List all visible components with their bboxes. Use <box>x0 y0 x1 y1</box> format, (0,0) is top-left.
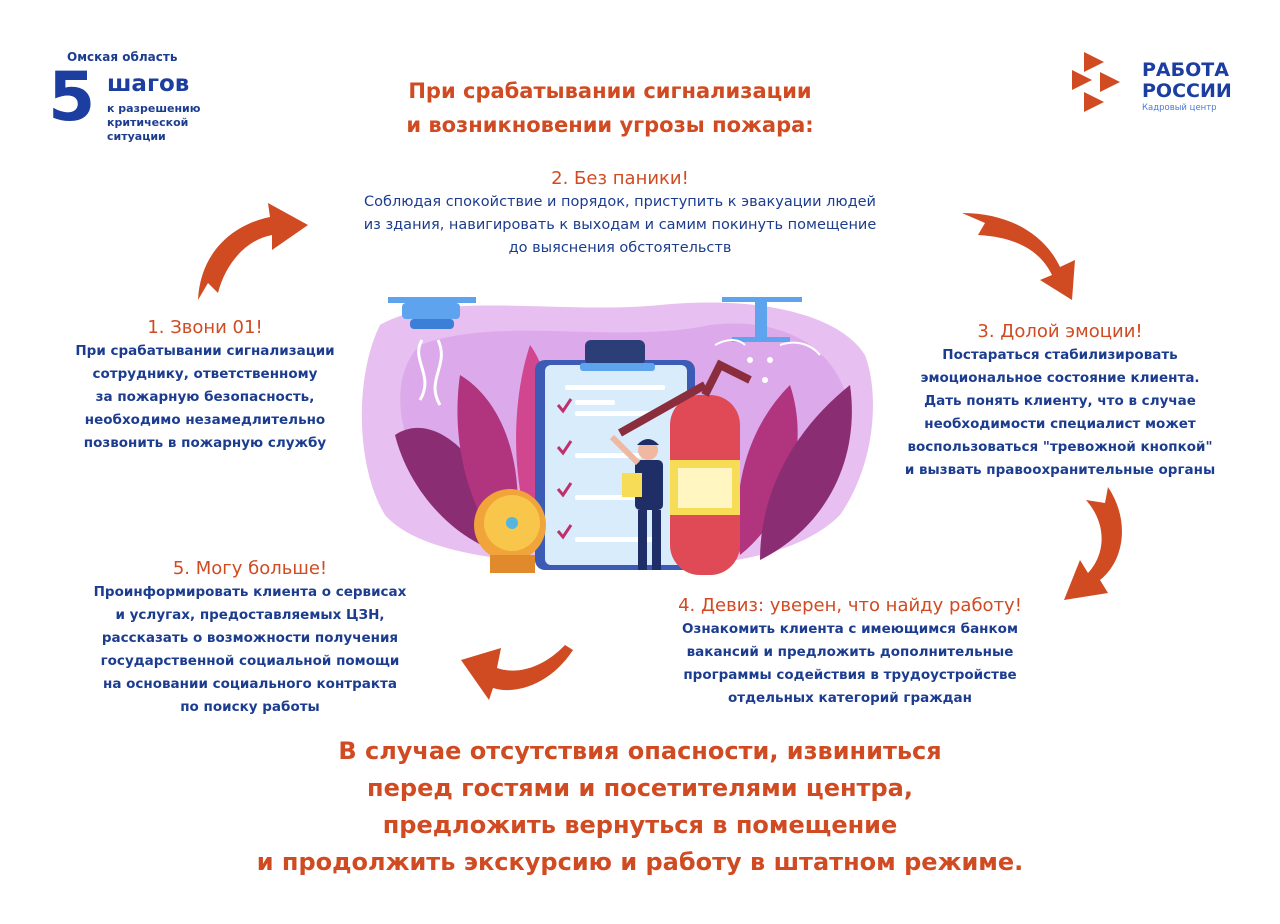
brand-subtitle-line: критической <box>107 116 189 129</box>
steps-word: шагов <box>107 71 190 97</box>
title-line: и возникновении угрозы пожара: <box>406 113 814 137</box>
logo-subtitle: Кадровый центр <box>1142 103 1217 113</box>
step-line: Ознакомить клиента с имеющимся банком <box>682 621 1018 637</box>
logo-line: РОССИИ <box>1142 80 1232 102</box>
step-4: 4. Девиз: уверен, что найду работу! Озна… <box>640 594 1060 710</box>
footer-line: перед гостями и посетителями центра, <box>367 774 913 802</box>
curved-arrow-icon <box>461 645 573 700</box>
footer-note: В случае отсутствия опасности, извинитьс… <box>150 733 1130 881</box>
step-line: рассказать о возможности получения <box>101 630 399 646</box>
step-line: позвонить в пожарную службу <box>83 435 327 451</box>
step-1: 1. Звони 01! При срабатывании сигнализац… <box>40 316 370 455</box>
step-line: и услугах, предоставляемых ЦЗН, <box>115 607 385 623</box>
step-line: за пожарную безопасность, <box>95 389 315 405</box>
step-3: 3. Долой эмоции! Постараться стабилизиро… <box>870 320 1250 482</box>
step-title: 3. Долой эмоции! <box>977 321 1143 342</box>
brand-subtitle-line: ситуации <box>107 130 166 143</box>
step-title: 1. Звони 01! <box>147 317 263 338</box>
step-line: Соблюдая спокойствие и порядок, приступи… <box>364 194 876 210</box>
step-line: эмоциональное состояние клиента. <box>920 370 1200 386</box>
alarm-bell-icon <box>474 489 546 573</box>
checkmark-icon <box>556 524 573 540</box>
curved-arrow-icon <box>1064 487 1122 600</box>
step-line: из здания, навигировать к выходам и сами… <box>363 217 877 233</box>
page-title: При срабатывании сигнализации и возникно… <box>340 74 880 142</box>
triangle-arrows-logo-icon <box>1072 52 1120 112</box>
curved-arrow-icon <box>962 213 1075 300</box>
step-line: воспользоваться "тревожной кнопкой" <box>907 439 1213 455</box>
brand-subtitle: к разрешению критической ситуации <box>107 102 200 144</box>
firefighter-icon <box>609 434 663 570</box>
step-line: сотруднику, ответственному <box>92 366 318 382</box>
step-line: государственной социальной помощи <box>100 653 400 669</box>
footer-line: предложить вернуться в помещение <box>382 811 898 839</box>
step-line: до выяснения обстоятельств <box>508 240 732 256</box>
step-line: вакансий и предложить дополнительные <box>686 644 1014 660</box>
step-line: отдельных категорий граждан <box>728 690 972 706</box>
step-5: 5. Могу больше! Проинформировать клиента… <box>60 557 440 719</box>
curved-arrow-icon <box>198 203 308 300</box>
step-line: необходимости специалист может <box>924 416 1196 432</box>
fire-safety-illustration <box>361 297 873 575</box>
step-line: и вызвать правоохранительные органы <box>904 462 1216 478</box>
step-line: по поиску работы <box>180 699 320 715</box>
extinguisher-icon <box>618 359 752 575</box>
steps-number: 5 <box>48 58 96 137</box>
title-line: При срабатывании сигнализации <box>408 79 812 103</box>
checkmark-icon <box>556 440 573 456</box>
step-2: 2. Без паники! Соблюдая спокойствие и по… <box>300 167 940 260</box>
footer-line: и продолжить экскурсию и работу в штатно… <box>256 848 1024 876</box>
logo-title: РАБОТА РОССИИ <box>1142 60 1232 102</box>
step-title: 5. Могу больше! <box>172 558 328 579</box>
footer-line: В случае отсутствия опасности, извинитьс… <box>338 737 942 765</box>
smoke-detector-icon <box>388 297 476 406</box>
step-line: Проинформировать клиента о сервисах <box>93 584 407 600</box>
step-title: 2. Без паники! <box>551 168 689 189</box>
brand-subtitle-line: к разрешению <box>107 102 201 115</box>
step-line: Дать понять клиенту, что в случае <box>924 393 1196 409</box>
step-line: программы содействия в трудоустройстве <box>683 667 1017 683</box>
logo-line: РАБОТА <box>1142 59 1229 81</box>
step-line: Постараться стабилизировать <box>942 347 1178 363</box>
checkmark-icon <box>556 398 573 414</box>
checkmark-icon <box>556 482 573 498</box>
sprinkler-icon <box>714 297 821 383</box>
step-line: на основании социального контракта <box>103 676 397 692</box>
step-line: необходимо незамедлительно <box>84 412 326 428</box>
step-line: При срабатывании сигнализации <box>75 343 335 359</box>
region-label: Омская область <box>67 50 178 64</box>
step-title: 4. Девиз: уверен, что найду работу! <box>678 595 1022 616</box>
